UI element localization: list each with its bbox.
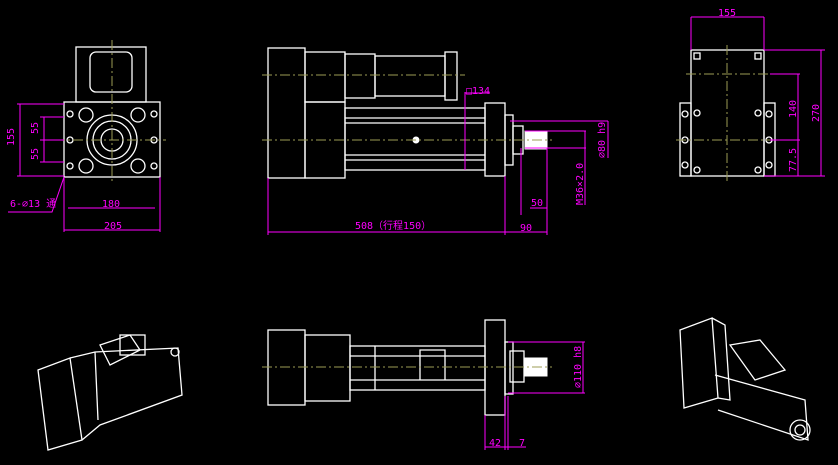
front-view: 155 55 55 6-⌀13 通 180 205 xyxy=(6,40,166,232)
iso-view-left xyxy=(37,334,183,451)
dim-180: 180 xyxy=(102,199,120,210)
end-view: 155 140 270 77.5 xyxy=(676,8,825,182)
iso-view-right xyxy=(679,317,811,441)
dim-thread: M36×2.0 xyxy=(575,163,586,205)
dim-77-5: 77.5 xyxy=(788,148,799,172)
connector xyxy=(89,51,133,93)
dim-270: 270 xyxy=(811,104,822,122)
dim-155: 155 xyxy=(6,128,17,146)
dim-140: 140 xyxy=(788,100,799,118)
dim-155-end: 155 xyxy=(718,8,736,19)
dim-holes: 6-⌀13 通 xyxy=(10,198,56,210)
dim-flange: ⌀110 h8 xyxy=(573,346,584,388)
motor-outline xyxy=(75,46,147,103)
dim-42: 42 xyxy=(489,438,501,449)
dim-55-upper: 55 xyxy=(30,122,41,134)
side-view: □134 ⌀80 h9 M36×2.0 50 508（行程150） 90 xyxy=(262,47,609,235)
dim-90: 90 xyxy=(520,223,532,234)
bottom-view: ⌀110 h8 42 7 xyxy=(262,319,585,450)
dim-50: 50 xyxy=(531,198,543,209)
dim-square: □134 xyxy=(466,86,490,97)
dim-7: 7 xyxy=(519,438,525,449)
dim-shoulder: ⌀80 h9 xyxy=(597,122,608,158)
dim-length: 508（行程150） xyxy=(355,219,431,232)
dim-205: 205 xyxy=(104,221,122,232)
dim-55-lower: 55 xyxy=(30,148,41,160)
